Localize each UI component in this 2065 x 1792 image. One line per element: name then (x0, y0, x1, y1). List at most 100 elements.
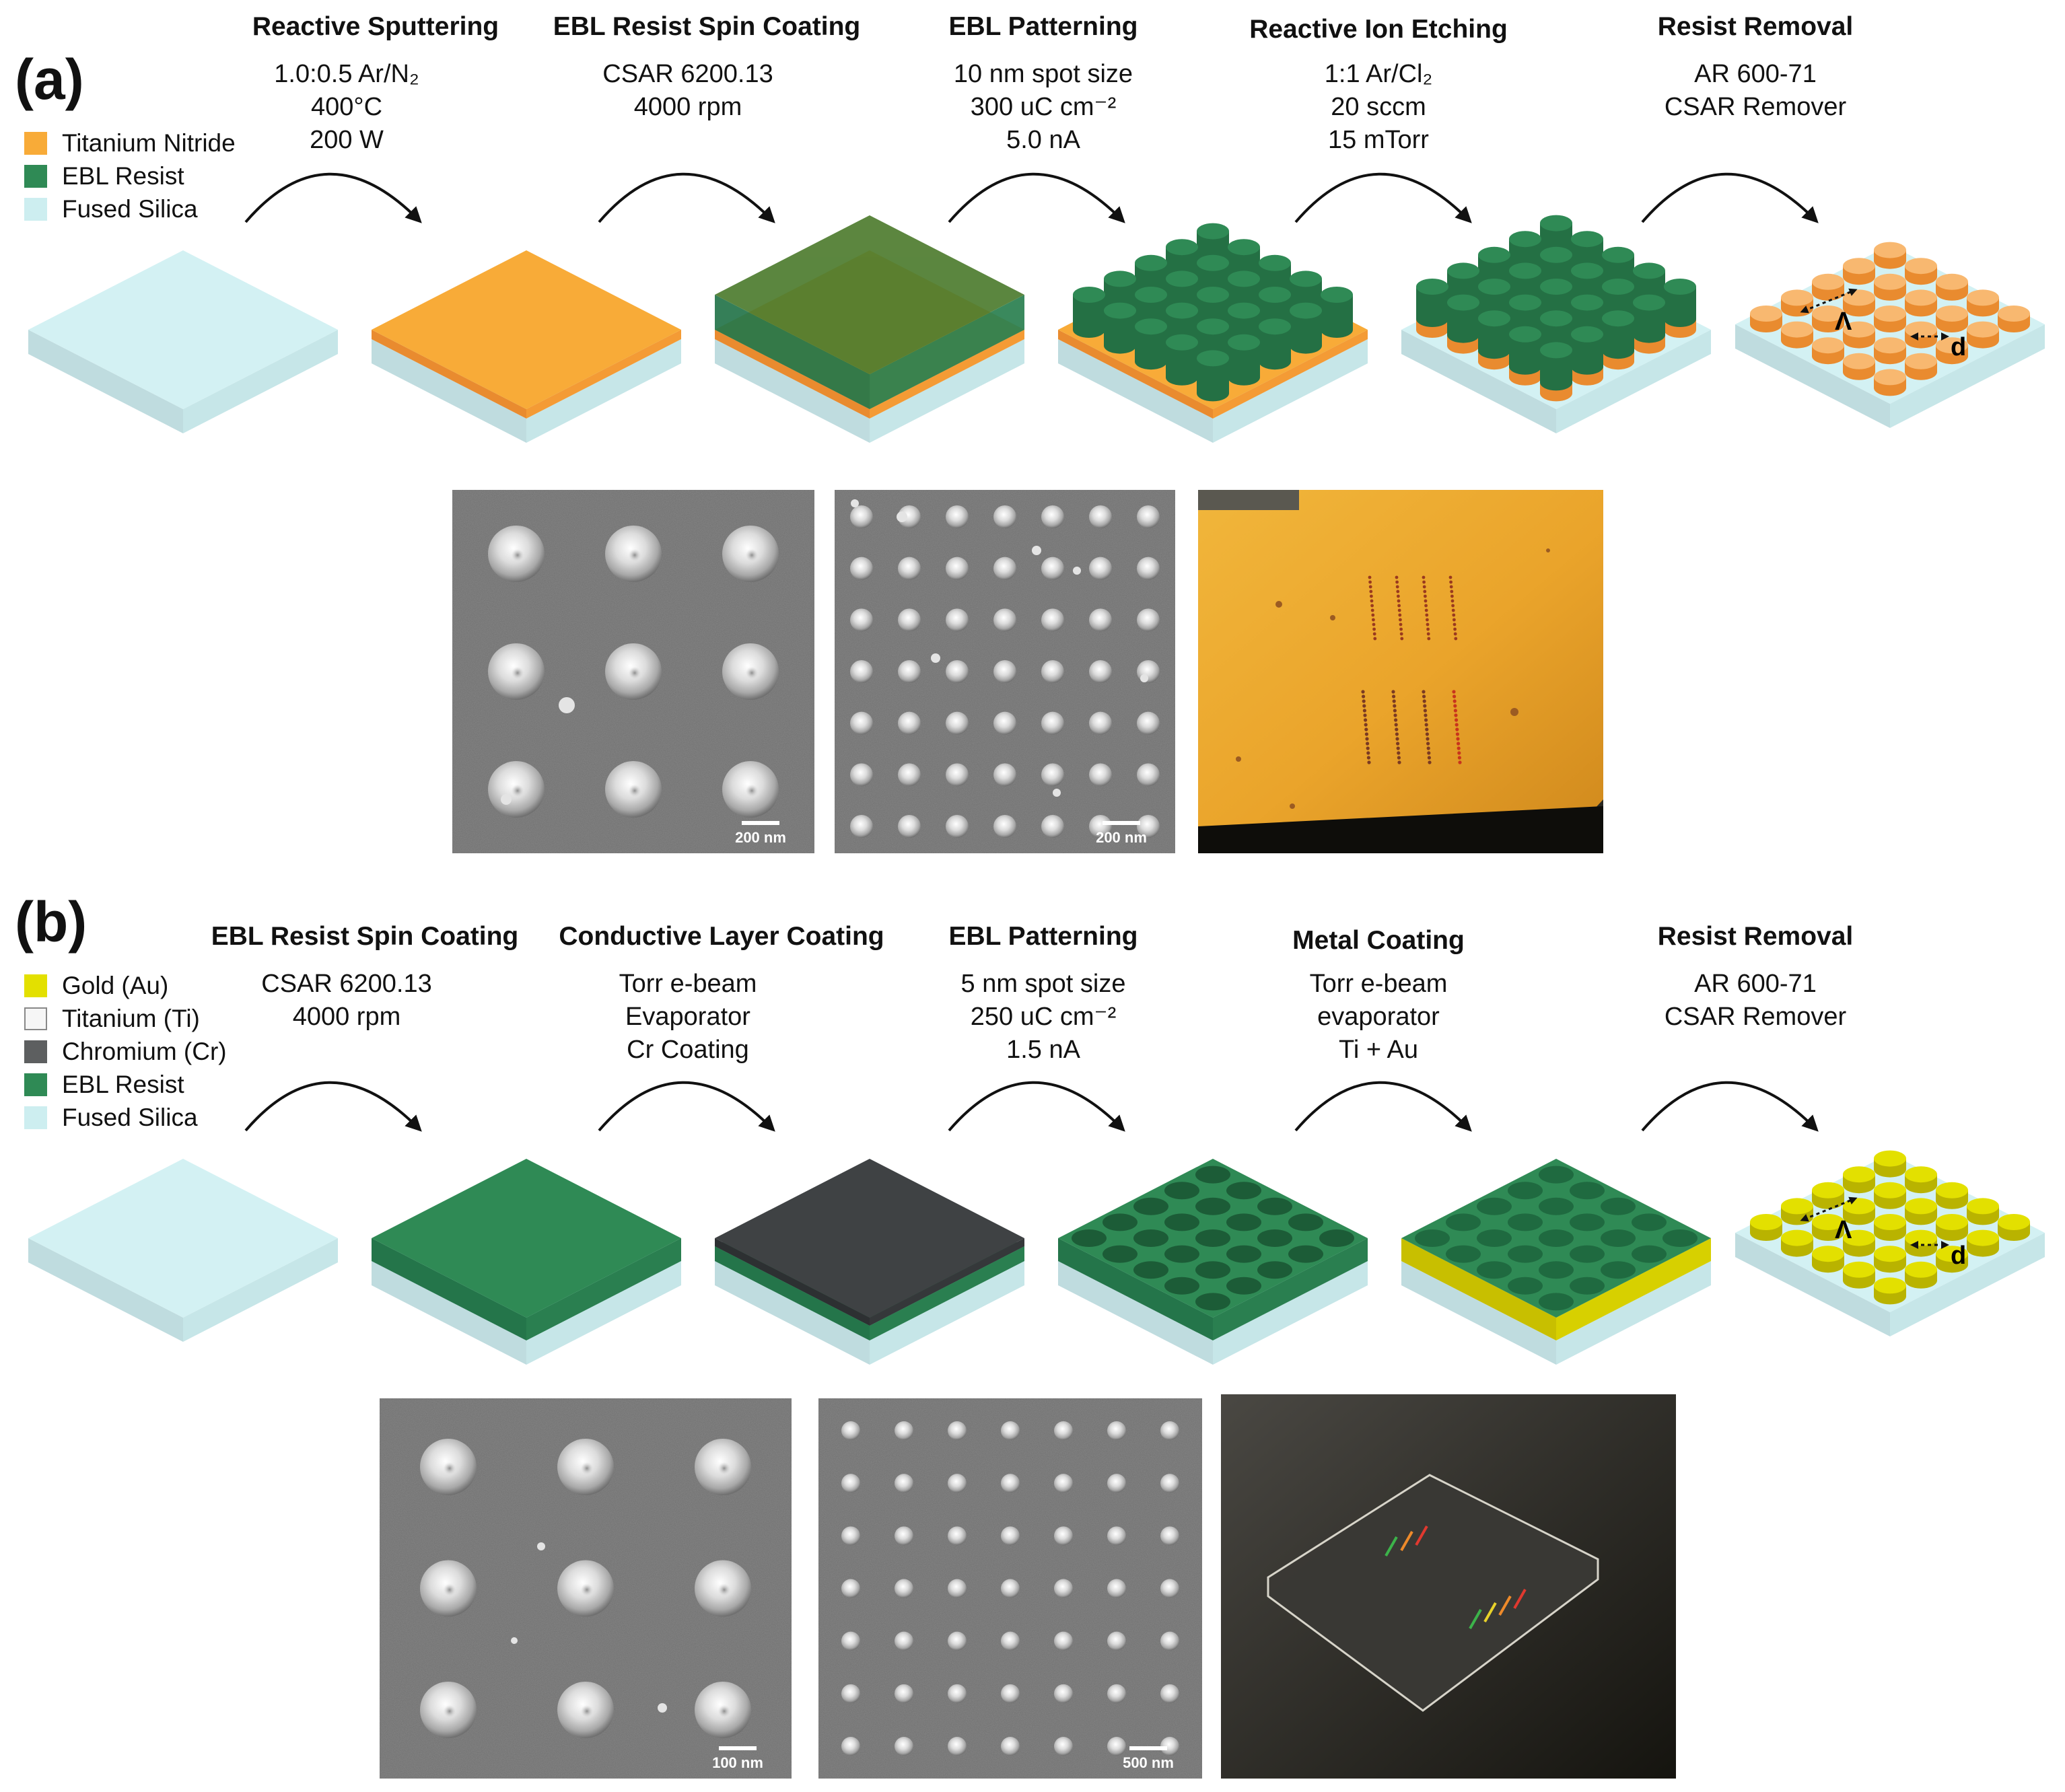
param-line: Evaporator (625, 1003, 750, 1031)
pillar-top-side (1509, 334, 1541, 375)
sem-nanodisk (948, 1579, 967, 1598)
a-slab-ebl-resist (715, 215, 1024, 409)
slab-right-face (870, 295, 1024, 409)
pillar-top (1905, 1166, 1937, 1183)
slab-left-face (1401, 330, 1556, 433)
photo-array-dot (1364, 723, 1368, 727)
pillar-top-side (1571, 334, 1603, 375)
slab-top-face (715, 215, 1024, 374)
sem-nanodisk (850, 557, 873, 580)
pillar-top (1509, 326, 1541, 343)
pillar-top (1540, 342, 1572, 359)
param-line: 5.0 nA (1006, 126, 1080, 154)
photo-array-dot (1448, 575, 1452, 579)
sem-nanodisk (850, 815, 873, 838)
b-gold-disk (1905, 1166, 1937, 1194)
sem-nanodisk (1001, 1684, 1020, 1703)
photo-array-dot (1397, 608, 1401, 612)
slab-top-face (28, 1159, 338, 1318)
pillar-top (1166, 271, 1198, 287)
slab-left-face (715, 1246, 870, 1340)
sem-nanodisk (946, 557, 969, 580)
sem-nanodisk (1054, 1631, 1073, 1651)
photo-array-dot (1397, 751, 1401, 755)
b-gold-in-hole (1601, 1229, 1636, 1247)
photo-array-dot (1422, 699, 1426, 703)
sem-nanodisk (1137, 763, 1160, 787)
pillar-top (1540, 279, 1572, 295)
sem-nanodisk (1107, 1579, 1126, 1598)
b-gold-disk (1874, 1214, 1906, 1241)
sem-nanodisk (850, 505, 873, 528)
b-resist-hole (1102, 1213, 1138, 1231)
legend-swatch (24, 131, 47, 155)
legend-swatch (24, 1040, 47, 1063)
b-resist-hole (1164, 1213, 1199, 1231)
b-gold-in-hole (1663, 1229, 1698, 1247)
b-resist-hole (1226, 1182, 1261, 1200)
pillar-top (1104, 302, 1136, 319)
photo-array-dot (1454, 713, 1458, 717)
a-resist-pillar (1073, 287, 1105, 338)
slab-right-face (526, 1261, 681, 1365)
b-gold-in-hole (1632, 1213, 1667, 1231)
a-stacked-pillar (1571, 326, 1603, 386)
param-line: CSAR Remover (1664, 1003, 1847, 1031)
pillar-top (1905, 1261, 1937, 1278)
slab-right-face (526, 339, 681, 443)
sem-nanodisk (1137, 557, 1160, 580)
photo-array-dot (1394, 723, 1398, 727)
sem-nanodisk (1001, 1421, 1020, 1440)
a-stacked-pillar (1416, 279, 1448, 338)
b-resist-hole (1319, 1229, 1354, 1247)
sem-nanodisk-center (718, 1705, 731, 1718)
photo-array-dot (1366, 742, 1370, 746)
photo-array-dot (1457, 751, 1461, 755)
b-gold-in-hole (1446, 1213, 1481, 1231)
photo-array-dot (1453, 709, 1457, 713)
b-gold-in-hole (1446, 1245, 1481, 1263)
photo-array-dot (1423, 704, 1427, 708)
a-slab-fused-silica (28, 250, 338, 433)
a-process-arrow-3 (948, 172, 1125, 223)
photo-array-dot (1363, 713, 1367, 717)
a-tin-disk (1812, 273, 1844, 301)
param-line: CSAR 6200.13 (602, 60, 773, 88)
sem-nanodisk (841, 1684, 860, 1703)
b-resist-hole (1257, 1261, 1292, 1279)
pillar-top-side (1416, 287, 1448, 327)
photo-array-dot (1450, 589, 1454, 594)
photo-array-dot (1426, 618, 1429, 622)
pillar-top (1843, 1229, 1875, 1246)
sem-nanodisk (1089, 608, 1112, 632)
b-gold-in-hole (1415, 1229, 1450, 1247)
pillar-top (1228, 271, 1260, 287)
b-process-arrow-2 (598, 1081, 775, 1132)
b-gold-in-hole (1477, 1229, 1512, 1247)
sem-nanodisk-center (511, 548, 524, 562)
pillar-top (1967, 1229, 1999, 1246)
sem-nanodisk (1160, 1579, 1179, 1598)
b-gold-disk (1812, 1182, 1844, 1209)
photo-array-dot (1396, 746, 1400, 750)
pillar-top (1540, 310, 1572, 327)
b-gold-disk (1998, 1214, 2030, 1241)
legend-item-chromium: Chromium (Cr) (24, 1035, 227, 1068)
b-slab-fused-silica (28, 1159, 338, 1342)
sem-particle (851, 499, 859, 507)
sem-nanodisk (946, 660, 969, 683)
pillar-top (1509, 294, 1541, 311)
b-process-arrow-3 (948, 1081, 1125, 1132)
panel-a-step-3-params: 10 nm spot size 300 uC cm⁻² 5.0 nA (868, 58, 1218, 157)
b-sem-image-closeup: 100 nm (380, 1398, 792, 1779)
sem-particle (1053, 789, 1061, 797)
sem-nanodisk (1160, 1684, 1179, 1703)
photo-array-dot (1370, 594, 1373, 598)
sem-nanodisk (895, 1421, 913, 1440)
slab-right-face (526, 1238, 681, 1340)
photo-array-dot (1427, 756, 1431, 760)
photo-array-dot (1369, 589, 1373, 594)
photo-array-dot (1396, 589, 1400, 594)
sem-nanodisk (1137, 660, 1160, 683)
photo-array-dot (1371, 613, 1375, 617)
